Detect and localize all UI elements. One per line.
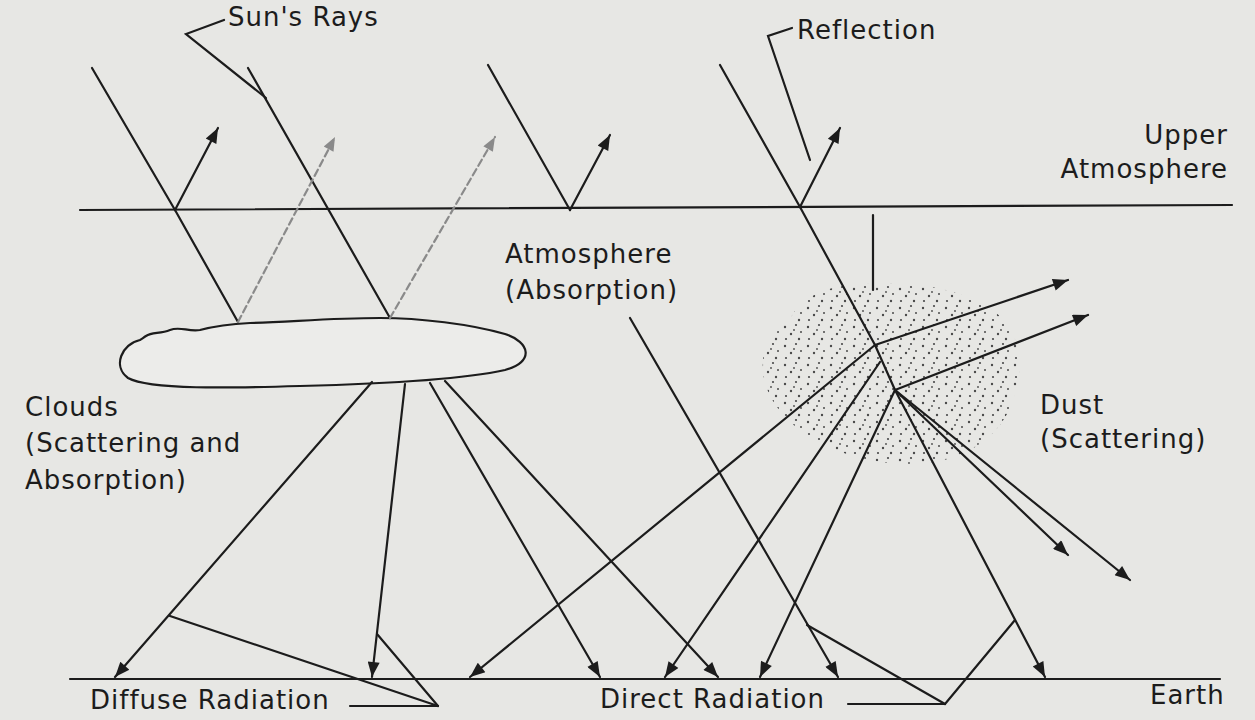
label-box: Earth — [1150, 681, 1240, 710]
label-box: Direct Radiation — [600, 685, 846, 714]
direct-ray — [630, 318, 838, 677]
leader-line — [350, 705, 438, 707]
scattered-ray — [390, 137, 495, 318]
label-text: Direct Radiation — [600, 685, 846, 714]
label-text: Sun's Rays — [228, 0, 428, 35]
label-box: Clouds (Scattering and Absorption) — [25, 389, 257, 498]
earth-line — [70, 678, 1220, 680]
leader-line — [377, 634, 438, 706]
reflection-arrow — [570, 135, 610, 210]
leader-line — [768, 28, 810, 160]
scattered-ray — [895, 315, 1088, 390]
leader-line — [807, 625, 945, 704]
sun-ray — [488, 65, 570, 210]
scattered-ray — [470, 345, 875, 677]
label-text: Diffuse Radiation — [90, 686, 348, 715]
label-text: Clouds (Scattering and Absorption) — [25, 389, 257, 498]
label-text: Reflection — [797, 13, 997, 48]
direct-ray — [895, 390, 1045, 677]
label-box: Reflection — [797, 13, 997, 48]
diffuse-ray — [430, 383, 600, 677]
upper-atmosphere-line — [80, 205, 1232, 210]
diffuse-ray — [445, 381, 718, 677]
label-box: Atmosphere (Absorption) — [505, 236, 705, 309]
leader-line — [945, 620, 1015, 704]
sun-ray — [720, 65, 800, 207]
leader-line — [848, 703, 945, 705]
reflection-arrow — [800, 128, 840, 207]
scattered-ray — [665, 362, 880, 677]
label-text: Atmosphere (Absorption) — [505, 236, 705, 309]
scattered-ray — [238, 137, 335, 322]
scattered-ray — [760, 390, 895, 677]
sun-ray — [248, 68, 390, 318]
scattered-ray — [875, 280, 1068, 345]
diffuse-ray — [115, 382, 372, 677]
sun-ray — [175, 210, 238, 322]
cloud-shape — [120, 318, 526, 388]
leader-line — [872, 215, 874, 290]
label-text: Dust (Scattering) — [1040, 389, 1225, 457]
label-box: Dust (Scattering) — [1040, 389, 1225, 457]
reflection-arrow — [175, 128, 218, 210]
label-box: Sun's Rays — [228, 0, 428, 35]
label-box: Upper Atmosphere — [1038, 119, 1228, 187]
sun-ray — [92, 68, 175, 210]
sun-ray — [800, 207, 875, 345]
scattered-ray — [875, 345, 895, 390]
label-text: Earth — [1150, 681, 1240, 710]
label-text: Upper Atmosphere — [1038, 119, 1228, 187]
label-box: Diffuse Radiation — [90, 686, 348, 715]
